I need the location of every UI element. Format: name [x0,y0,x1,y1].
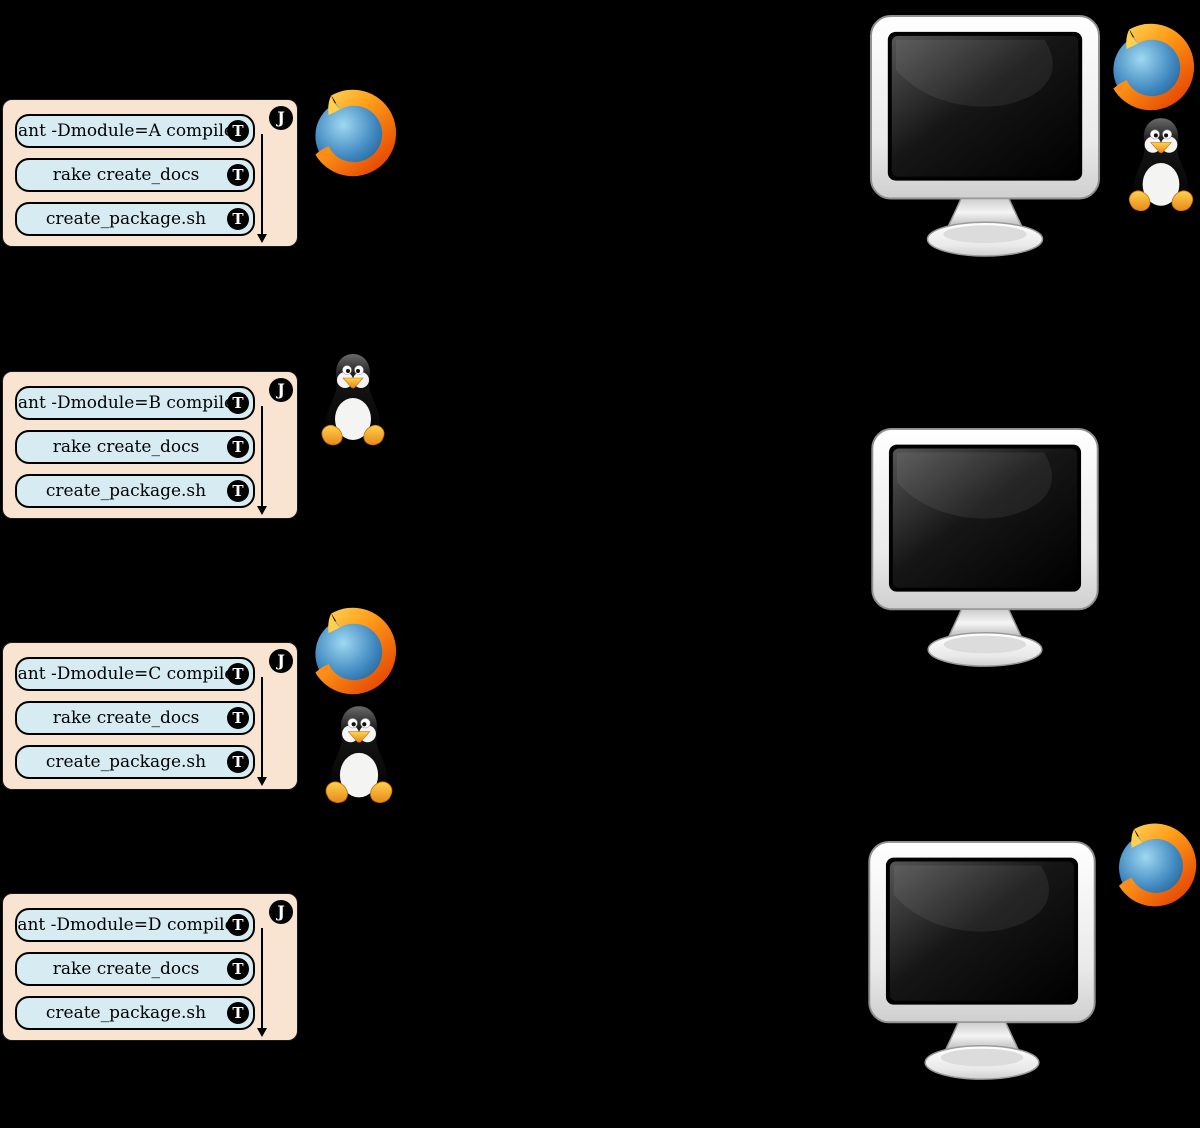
task-label: create_package.sh [45,1003,207,1023]
monitor-icon [866,12,1104,262]
job-badge: J [269,900,293,924]
job-badge: J [269,378,293,402]
task-badge: T [227,208,249,230]
task-box: create_package.sh T [15,996,255,1030]
job-card: ant -Dmodule=B compile T rake create_doc… [2,371,298,519]
job-card: ant -Dmodule=C compile T rake create_doc… [2,642,298,790]
task-label: ant -Dmodule=B compile [17,393,235,413]
task-badge: T [227,1002,249,1024]
task-box: ant -Dmodule=B compile T [15,386,255,420]
task-label: rake create_docs [52,437,200,457]
monitor-icon [866,425,1104,672]
task-label: create_package.sh [45,209,207,229]
task-box: ant -Dmodule=D compile T [15,908,255,942]
task-label: rake create_docs [52,708,200,728]
task-badge: T [227,663,249,685]
job-badge: J [269,649,293,673]
task-label: rake create_docs [52,959,200,979]
job-card: ant -Dmodule=D compile T rake create_doc… [2,893,298,1041]
firefox-icon [1104,20,1198,114]
task-flow-arrow [257,134,267,243]
task-badge: T [227,392,249,414]
task-flow-arrow [257,928,267,1037]
task-badge: T [227,164,249,186]
task-badge: T [227,120,249,142]
firefox-icon [1110,820,1200,910]
task-box: ant -Dmodule=C compile T [15,657,255,691]
monitor-icon [862,838,1102,1085]
task-label: rake create_docs [52,165,200,185]
task-label: ant -Dmodule=C compile [17,664,235,684]
task-box: create_package.sh T [15,745,255,779]
task-badge: T [227,436,249,458]
task-label: create_package.sh [45,752,207,772]
task-badge: T [227,707,249,729]
task-badge: T [227,751,249,773]
firefox-icon [306,604,400,698]
task-label: create_package.sh [45,481,207,501]
tux-icon [1110,114,1200,216]
task-label: ant -Dmodule=A compile [18,121,234,141]
task-box: rake create_docs T [15,430,255,464]
tux-icon [303,350,403,450]
task-box: create_package.sh T [15,202,255,236]
task-box: rake create_docs T [15,952,255,986]
task-box: ant -Dmodule=A compile T [15,114,255,148]
job-card: ant -Dmodule=A compile T rake create_doc… [2,99,298,247]
task-badge: T [227,914,249,936]
task-flow-arrow [257,677,267,786]
task-box: rake create_docs T [15,158,255,192]
task-badge: T [227,480,249,502]
task-badge: T [227,958,249,980]
job-badge: J [269,106,293,130]
task-box: rake create_docs T [15,701,255,735]
task-flow-arrow [257,406,267,515]
firefox-icon [306,86,400,180]
task-box: create_package.sh T [15,474,255,508]
task-label: ant -Dmodule=D compile [17,915,235,935]
tux-icon [306,702,412,808]
